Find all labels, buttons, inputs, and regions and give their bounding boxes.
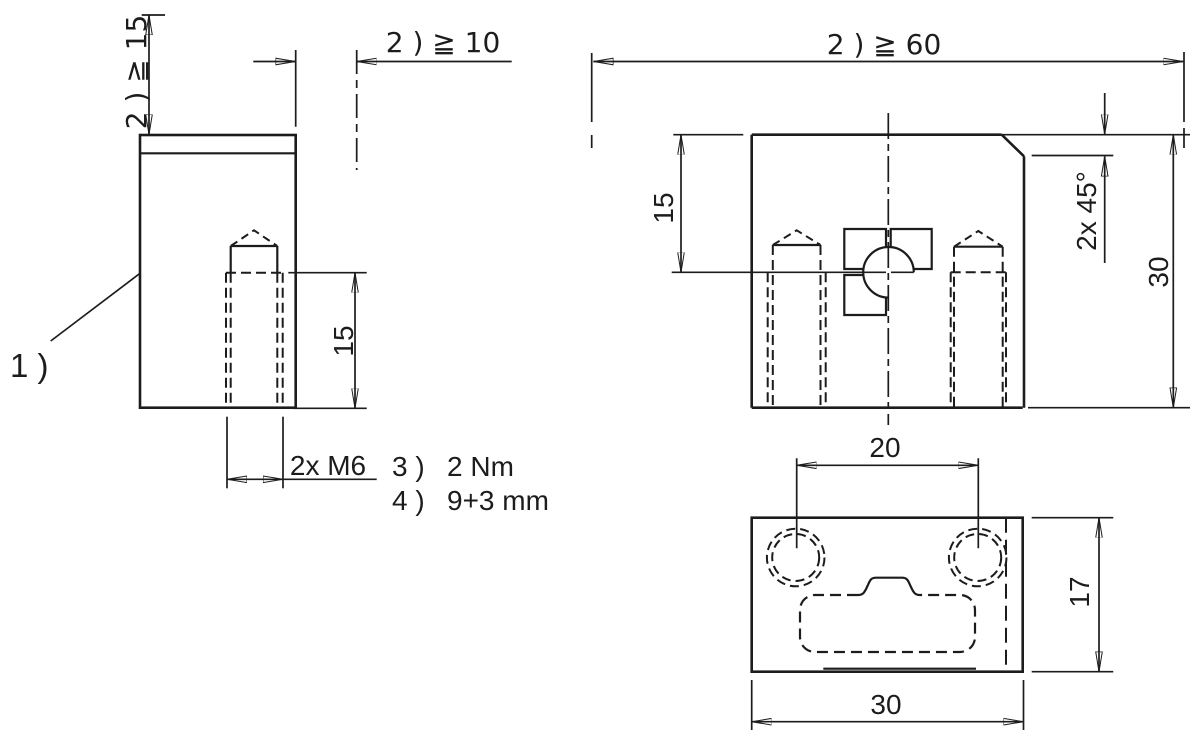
front-left-stud [766,229,827,408]
stud-tip-chevron [230,229,278,247]
bottom-view: 20 17 30 [750,432,1114,730]
slot-hidden-outline [798,593,977,654]
hole-spacing-label: 20 [869,432,900,463]
right-hole-outer [947,527,1008,588]
bottom-body-outline [750,516,1025,674]
left-stud-tip-chevron [772,229,822,246]
dim-thread-depth-side: 15 [288,271,367,410]
clearance-top-label: 2 ) ≧ 15 [120,15,153,130]
dim-body-height: 30 [1143,134,1174,408]
callout-1: 1 ) [10,272,141,384]
thread-depth-label: 15 [328,325,359,356]
clamp-hole-lower-arc [862,272,889,299]
dim-clearance-side: 2 ) ≧ 10 [253,26,512,170]
body-height-label: 30 [1143,256,1174,287]
note-torque-value: 2 Nm [447,451,514,482]
dim-clearance-front: 2 ) ≧ 60 [590,28,1185,148]
note-stroke-value: 9+3 mm [447,485,549,516]
thread-hidden-lines [225,271,284,408]
front-view-outline [750,113,1190,425]
body-depth-label: 17 [1064,576,1095,607]
callout-1-leader-line [50,272,141,342]
clamp-square-top-right [889,227,933,271]
side-view: 1 ) 2 ) ≧ 15 2 ) ≧ 10 15 2x M6 [10,14,549,516]
dim-hole-spacing: 20 [795,432,980,549]
note-stroke-ref: 4 ) [392,485,425,516]
side-thread-feature [225,229,284,408]
side-body-outline [138,133,297,410]
dim-body-depth: 17 [1031,516,1114,673]
front-view: 15 2x 45° 30 2 ) ≧ 60 [590,28,1190,425]
dim-body-width: 30 [750,680,1025,730]
dim-clearance-top: 2 ) ≧ 15 [120,14,165,135]
right-hole-inner [953,533,1003,582]
left-hole-inner [771,533,821,582]
dim-chamfer: 2x 45° [1031,93,1114,263]
note-torque-ref: 3 ) [392,451,425,482]
side-view-outline [138,133,297,410]
clamp-square-top-left [843,227,888,271]
dim-thread-size: 2x M6 [226,416,377,489]
left-stud-hidden-lines [766,245,827,408]
clamp-square-bottom-left [843,273,888,317]
clearance-side-label: 2 ) ≧ 10 [386,26,501,59]
bottom-thread-holes [765,527,1008,588]
chamfer-label: 2x 45° [1071,171,1102,251]
right-stud-hidden-lines [949,246,1007,408]
stud-height-label: 15 [648,192,679,223]
bottom-clamp-slot [798,576,977,654]
front-chamfer-edge [1000,133,1025,158]
clamp-hole-upper-arc [862,245,915,273]
notes: 3 ) 2 Nm 4 ) 9+3 mm [392,451,549,516]
front-clamp-feature [843,227,933,317]
callout-1-label: 1 ) [10,347,49,384]
bottom-view-outline [750,516,1025,674]
left-hole-outer [765,527,826,588]
slot-bump-outline [857,576,921,597]
clearance-front-label: 2 ) ≧ 60 [827,28,942,61]
front-right-stud [949,229,1007,408]
dim-stud-height-front: 15 [648,133,886,274]
thread-size-label: 2x M6 [290,450,366,481]
body-width-label: 30 [870,689,901,720]
right-stud-tip-chevron [953,229,1004,248]
